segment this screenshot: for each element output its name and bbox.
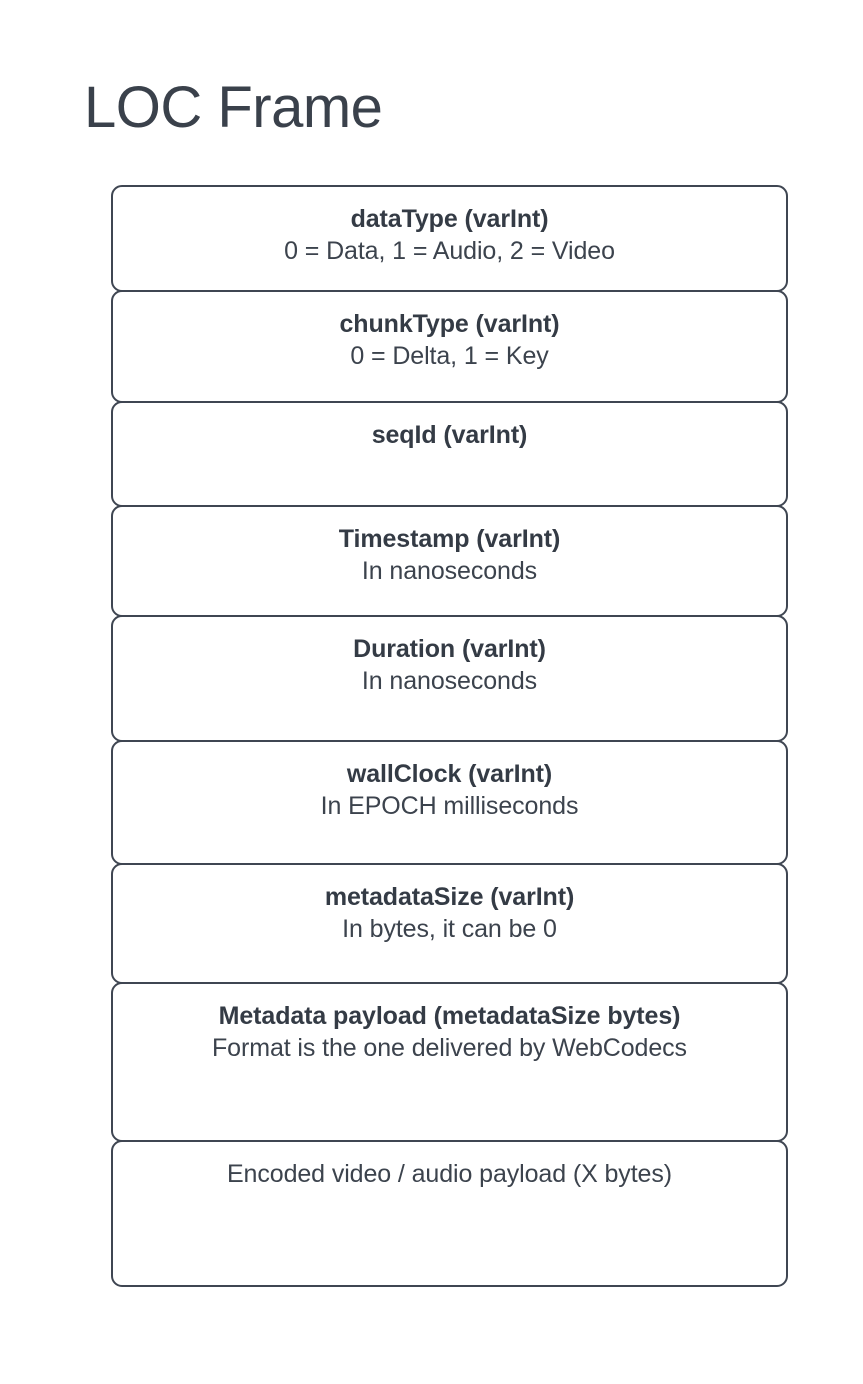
field-description: In nanoseconds [361, 667, 538, 695]
frame-field-stack: dataType (varInt) 0 = Data, 1 = Audio, 2… [111, 185, 788, 1287]
frame-field-seqid: seqId (varInt) [111, 401, 788, 507]
field-description: In bytes, it can be 0 [342, 915, 557, 943]
field-description: In EPOCH milliseconds [320, 792, 579, 820]
field-name: wallClock (varInt) [346, 760, 553, 788]
field-description: Format is the one delivered by WebCodecs [212, 1034, 687, 1062]
frame-field-chunktype: chunkType (varInt) 0 = Delta, 1 = Key [111, 290, 788, 403]
field-description: In nanoseconds [361, 557, 538, 585]
field-description: 0 = Data, 1 = Audio, 2 = Video [284, 237, 615, 265]
field-name: seqId (varInt) [371, 421, 528, 449]
field-name: Duration (varInt) [353, 635, 546, 663]
field-name: metadataSize (varInt) [324, 883, 575, 911]
field-name: dataType (varInt) [350, 205, 549, 233]
frame-field-metadatasize: metadataSize (varInt) In bytes, it can b… [111, 863, 788, 984]
field-name: Timestamp (varInt) [338, 525, 561, 553]
frame-field-duration: Duration (varInt) In nanoseconds [111, 615, 788, 742]
field-name: chunkType (varInt) [339, 310, 560, 338]
page-title: LOC Frame [84, 75, 383, 140]
frame-field-datatype: dataType (varInt) 0 = Data, 1 = Audio, 2… [111, 185, 788, 292]
field-name: Encoded video / audio payload (X bytes) [226, 1160, 672, 1188]
frame-field-encoded-payload: Encoded video / audio payload (X bytes) [111, 1140, 788, 1287]
field-description: 0 = Delta, 1 = Key [350, 342, 549, 370]
field-name: Metadata payload (metadataSize bytes) [218, 1002, 681, 1030]
frame-field-wallclock: wallClock (varInt) In EPOCH milliseconds [111, 740, 788, 865]
frame-field-timestamp: Timestamp (varInt) In nanoseconds [111, 505, 788, 617]
frame-field-metadata-payload: Metadata payload (metadataSize bytes) Fo… [111, 982, 788, 1142]
